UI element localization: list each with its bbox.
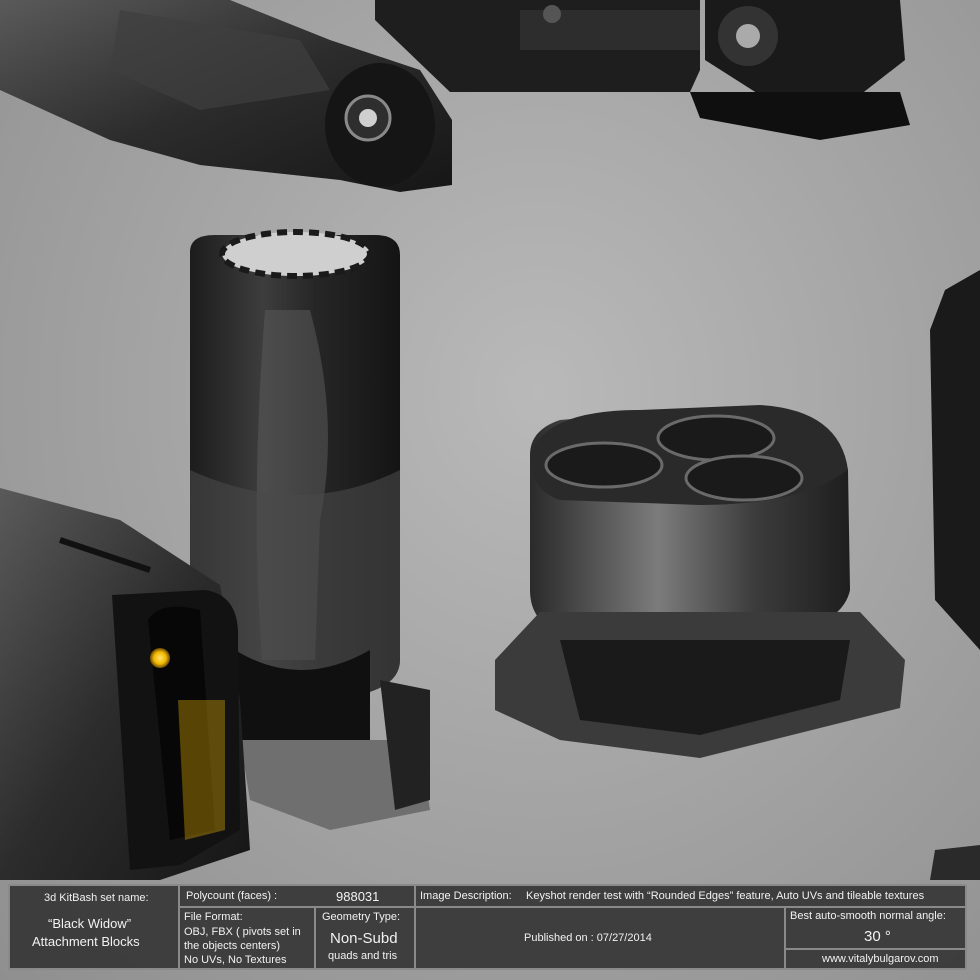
file-format-line2: the objects centers)	[184, 940, 280, 952]
published-date: Published on : 07/27/2014	[524, 932, 652, 944]
polycount-value: 988031	[336, 889, 380, 904]
description-label: Image Description:	[420, 890, 512, 902]
set-name-cell: 3d KitBash set name: “Black Widow” Attac…	[9, 885, 179, 969]
polycount-label: Polycount (faces) :	[186, 890, 278, 902]
right-edge-module	[930, 270, 980, 880]
file-format-line3: No UVs, No Textures	[184, 954, 287, 966]
polycount-cell: Polycount (faces) : 988031	[179, 885, 415, 907]
website-link[interactable]: www.vitalybulgarov.com	[822, 953, 939, 965]
website-cell: www.vitalybulgarov.com	[785, 949, 967, 969]
set-name-line2: Attachment Blocks	[32, 934, 140, 949]
file-format-line1: OBJ, FBX ( pivots set in	[184, 926, 301, 938]
top-right-module	[690, 0, 910, 140]
description-cell: Image Description: Keyshot render test w…	[415, 885, 967, 907]
top-left-module	[0, 0, 452, 192]
geometry-cell: Geometry Type: Non-Subd quads and tris	[315, 907, 415, 969]
description-text: Keyshot render test with “Rounded Edges”…	[526, 890, 925, 902]
published-cell: Published on : 07/27/2014	[415, 907, 785, 969]
file-format-label: File Format:	[184, 911, 243, 923]
cylinder-module	[190, 229, 430, 830]
smooth-label: Best auto-smooth normal angle:	[790, 910, 946, 922]
geometry-label: Geometry Type:	[322, 911, 401, 923]
set-name-label: 3d KitBash set name:	[44, 892, 149, 904]
file-format-cell: File Format: OBJ, FBX ( pivots set in th…	[179, 907, 315, 969]
top-center-module	[375, 0, 700, 92]
smooth-value: 30 °	[864, 928, 891, 945]
smooth-cell: Best auto-smooth normal angle: 30 °	[785, 907, 967, 949]
info-panel: 3d KitBash set name: “Black Widow” Attac…	[8, 884, 967, 970]
geometry-value: Non-Subd	[330, 930, 398, 947]
tripod-module	[495, 405, 905, 758]
left-lamp-module	[0, 488, 250, 880]
geometry-sub: quads and tris	[328, 950, 398, 962]
set-name-line1: “Black Widow”	[48, 916, 132, 931]
